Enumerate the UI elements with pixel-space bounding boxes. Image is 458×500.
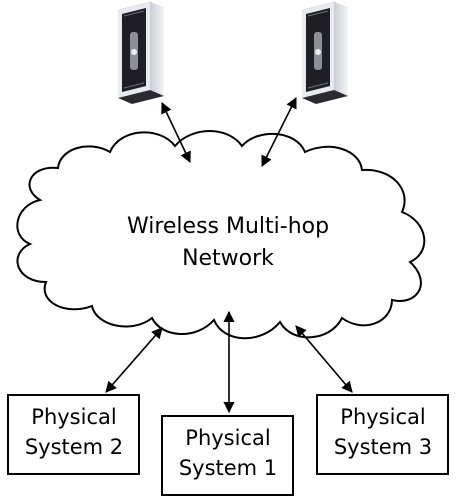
arrow-server-left-cloud: [161, 101, 191, 164]
arrow-cloud-system3: [295, 325, 353, 393]
physical-system-3-line2: System 3: [334, 435, 432, 459]
physical-system-1-line1: Physical: [185, 426, 270, 450]
cloud-label-line1: Wireless Multi-hop: [127, 214, 329, 239]
physical-system-3-line1: Physical: [340, 405, 425, 429]
physical-system-2-line2: System 2: [25, 435, 123, 459]
server-tower-icon: [302, 2, 348, 104]
physical-system-2-line1: Physical: [31, 405, 116, 429]
arrow-cloud-system2: [105, 327, 163, 393]
physical-system-2-box: Physical System 2: [7, 394, 140, 475]
server-right: [302, 2, 348, 104]
cloud-label-line2: Network: [182, 246, 274, 271]
server-left: [118, 2, 164, 104]
physical-system-1-box: Physical System 1: [161, 415, 294, 496]
physical-system-3-box: Physical System 3: [316, 394, 449, 475]
arrow-server-right-cloud: [261, 96, 297, 168]
physical-system-1-line2: System 1: [179, 456, 277, 480]
server-tower-icon: [118, 2, 164, 104]
